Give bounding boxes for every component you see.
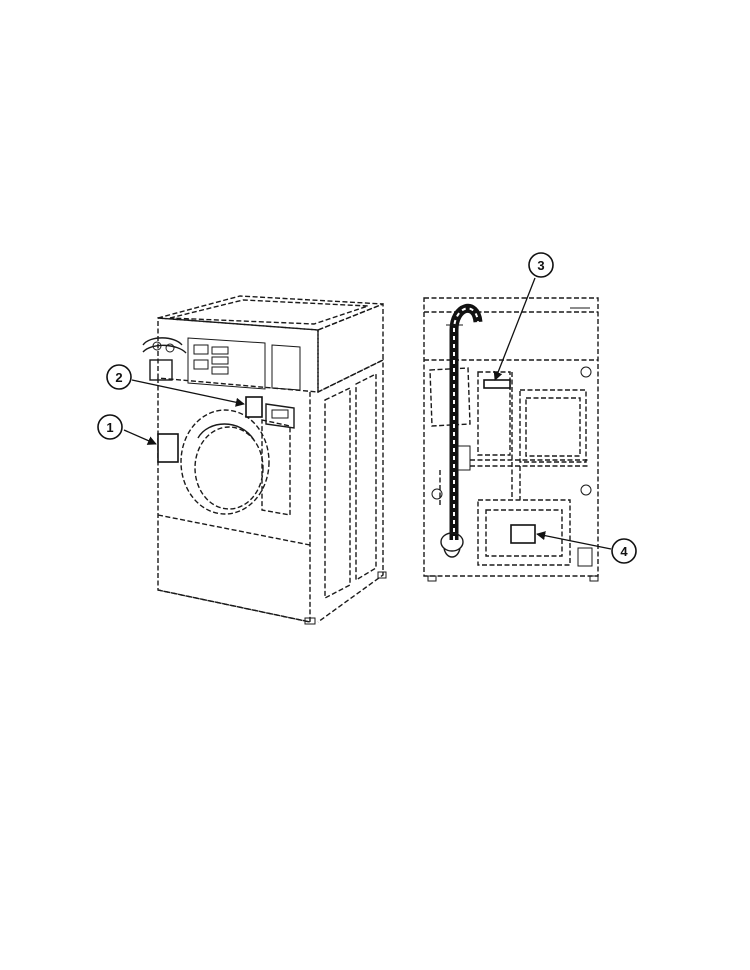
callout-number: 1 (106, 420, 113, 435)
callout-3: 3 (493, 252, 554, 381)
callout-number: 2 (115, 370, 122, 385)
callout-circle (528, 252, 554, 278)
callout-4: 4 (536, 531, 637, 564)
rear-washer-view (423, 297, 599, 582)
callout-number: 4 (620, 544, 628, 559)
label-4-rear-panel (510, 524, 536, 544)
callout-circle (97, 414, 123, 440)
callout-2: 2 (106, 364, 245, 407)
front-washer-view (142, 295, 387, 625)
label-3-rear-panel (483, 379, 511, 389)
callout-1: 1 (97, 414, 157, 445)
label-1-front-panel (157, 433, 179, 463)
callout-circle (611, 538, 637, 564)
callout-circle (106, 364, 132, 390)
callout-number: 3 (537, 258, 544, 273)
label-2-front-panel (245, 396, 263, 418)
